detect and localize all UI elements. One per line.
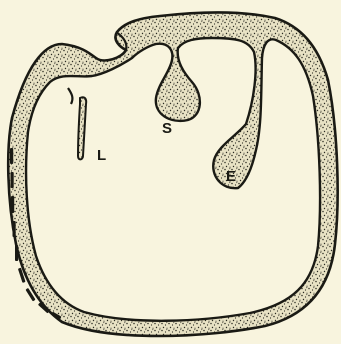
label-s: S: [162, 121, 172, 136]
label-e: E: [226, 169, 236, 184]
label-l: L: [97, 148, 106, 163]
